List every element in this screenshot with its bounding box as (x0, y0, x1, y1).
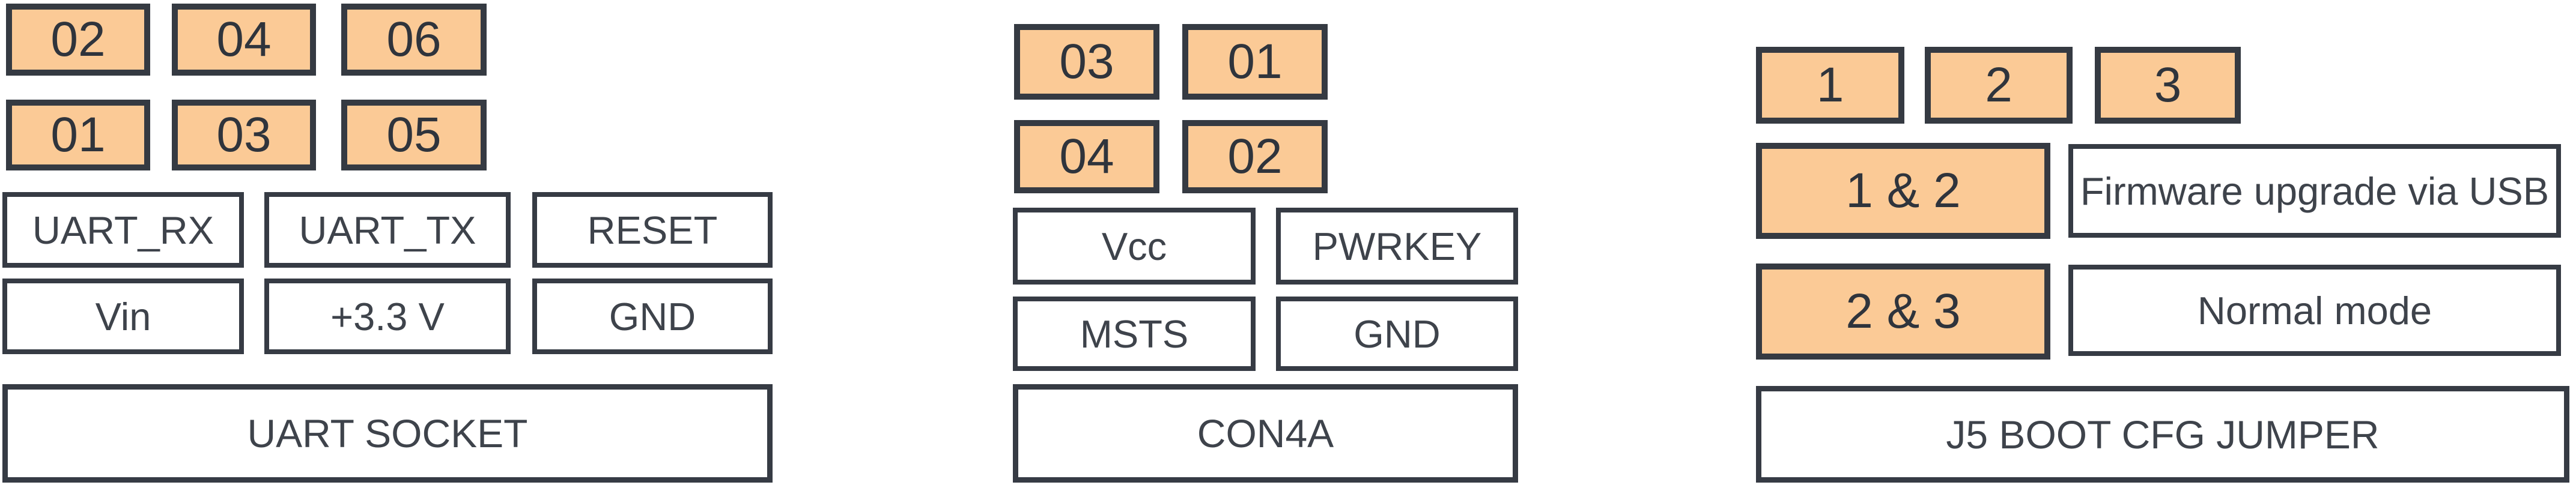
uart-socket-pin-04: 04 (172, 4, 316, 76)
uart-socket-pin-05: 05 (341, 100, 487, 170)
con4a-title: CON4A (1013, 384, 1518, 483)
con4a-pin-02: 02 (1182, 120, 1328, 193)
uart-socket-pin-01: 01 (6, 100, 150, 170)
con4a-signal-vcc: Vcc (1013, 208, 1256, 285)
uart-socket-signal-vin: Vin (2, 279, 244, 354)
j5-boot-cfg-jumper-title: J5 BOOT CFG JUMPER (1756, 386, 2569, 483)
con4a-pin-03: 03 (1014, 24, 1159, 100)
uart-socket-signal-uart-rx: UART_RX (2, 192, 244, 268)
uart-socket-pin-03: 03 (172, 100, 316, 170)
uart-socket-signal-gnd: GND (532, 279, 773, 354)
con4a-signal-pwrkey: PWRKEY (1276, 208, 1518, 285)
j5-mode-firmware-upgrade: Firmware upgrade via USB (2068, 144, 2561, 238)
con4a-pin-04: 04 (1014, 120, 1159, 193)
con4a-pin-01: 01 (1182, 24, 1328, 100)
j5-pin-3: 3 (2095, 47, 2241, 124)
j5-pin-2: 2 (1925, 47, 2073, 124)
j5-jumper-1-2: 1 & 2 (1756, 143, 2050, 239)
con4a-signal-msts: MSTS (1013, 297, 1256, 371)
uart-socket-signal-reset: RESET (532, 192, 773, 268)
uart-socket-signal-uart-tx: UART_TX (264, 192, 511, 268)
con4a-signal-gnd: GND (1276, 297, 1518, 371)
uart-socket-pin-06: 06 (341, 4, 487, 76)
j5-pin-1: 1 (1756, 47, 1904, 124)
j5-mode-normal: Normal mode (2068, 265, 2561, 356)
uart-socket-pin-02: 02 (6, 4, 150, 76)
uart-socket-title: UART SOCKET (2, 384, 773, 483)
uart-socket-signal-3v3: +3.3 V (264, 279, 511, 354)
j5-jumper-2-3: 2 & 3 (1756, 264, 2050, 360)
